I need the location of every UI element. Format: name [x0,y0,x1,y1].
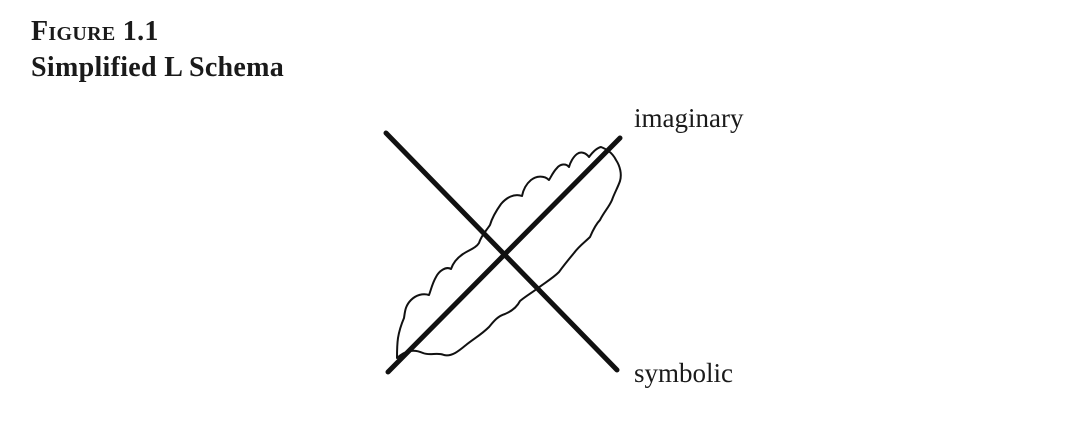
imaginary-axis-line [385,135,623,375]
symbolic-axis-line [383,130,620,373]
figure-heading: Figure 1.1 Simplified L Schema [31,14,284,86]
imaginary-cloud-outline [396,146,622,359]
figure-number: Figure 1.1 [31,16,159,47]
symbolic-label: symbolic [634,358,733,388]
imaginary-label: imaginary [634,103,744,133]
figure-title: Simplified L Schema [31,52,285,83]
